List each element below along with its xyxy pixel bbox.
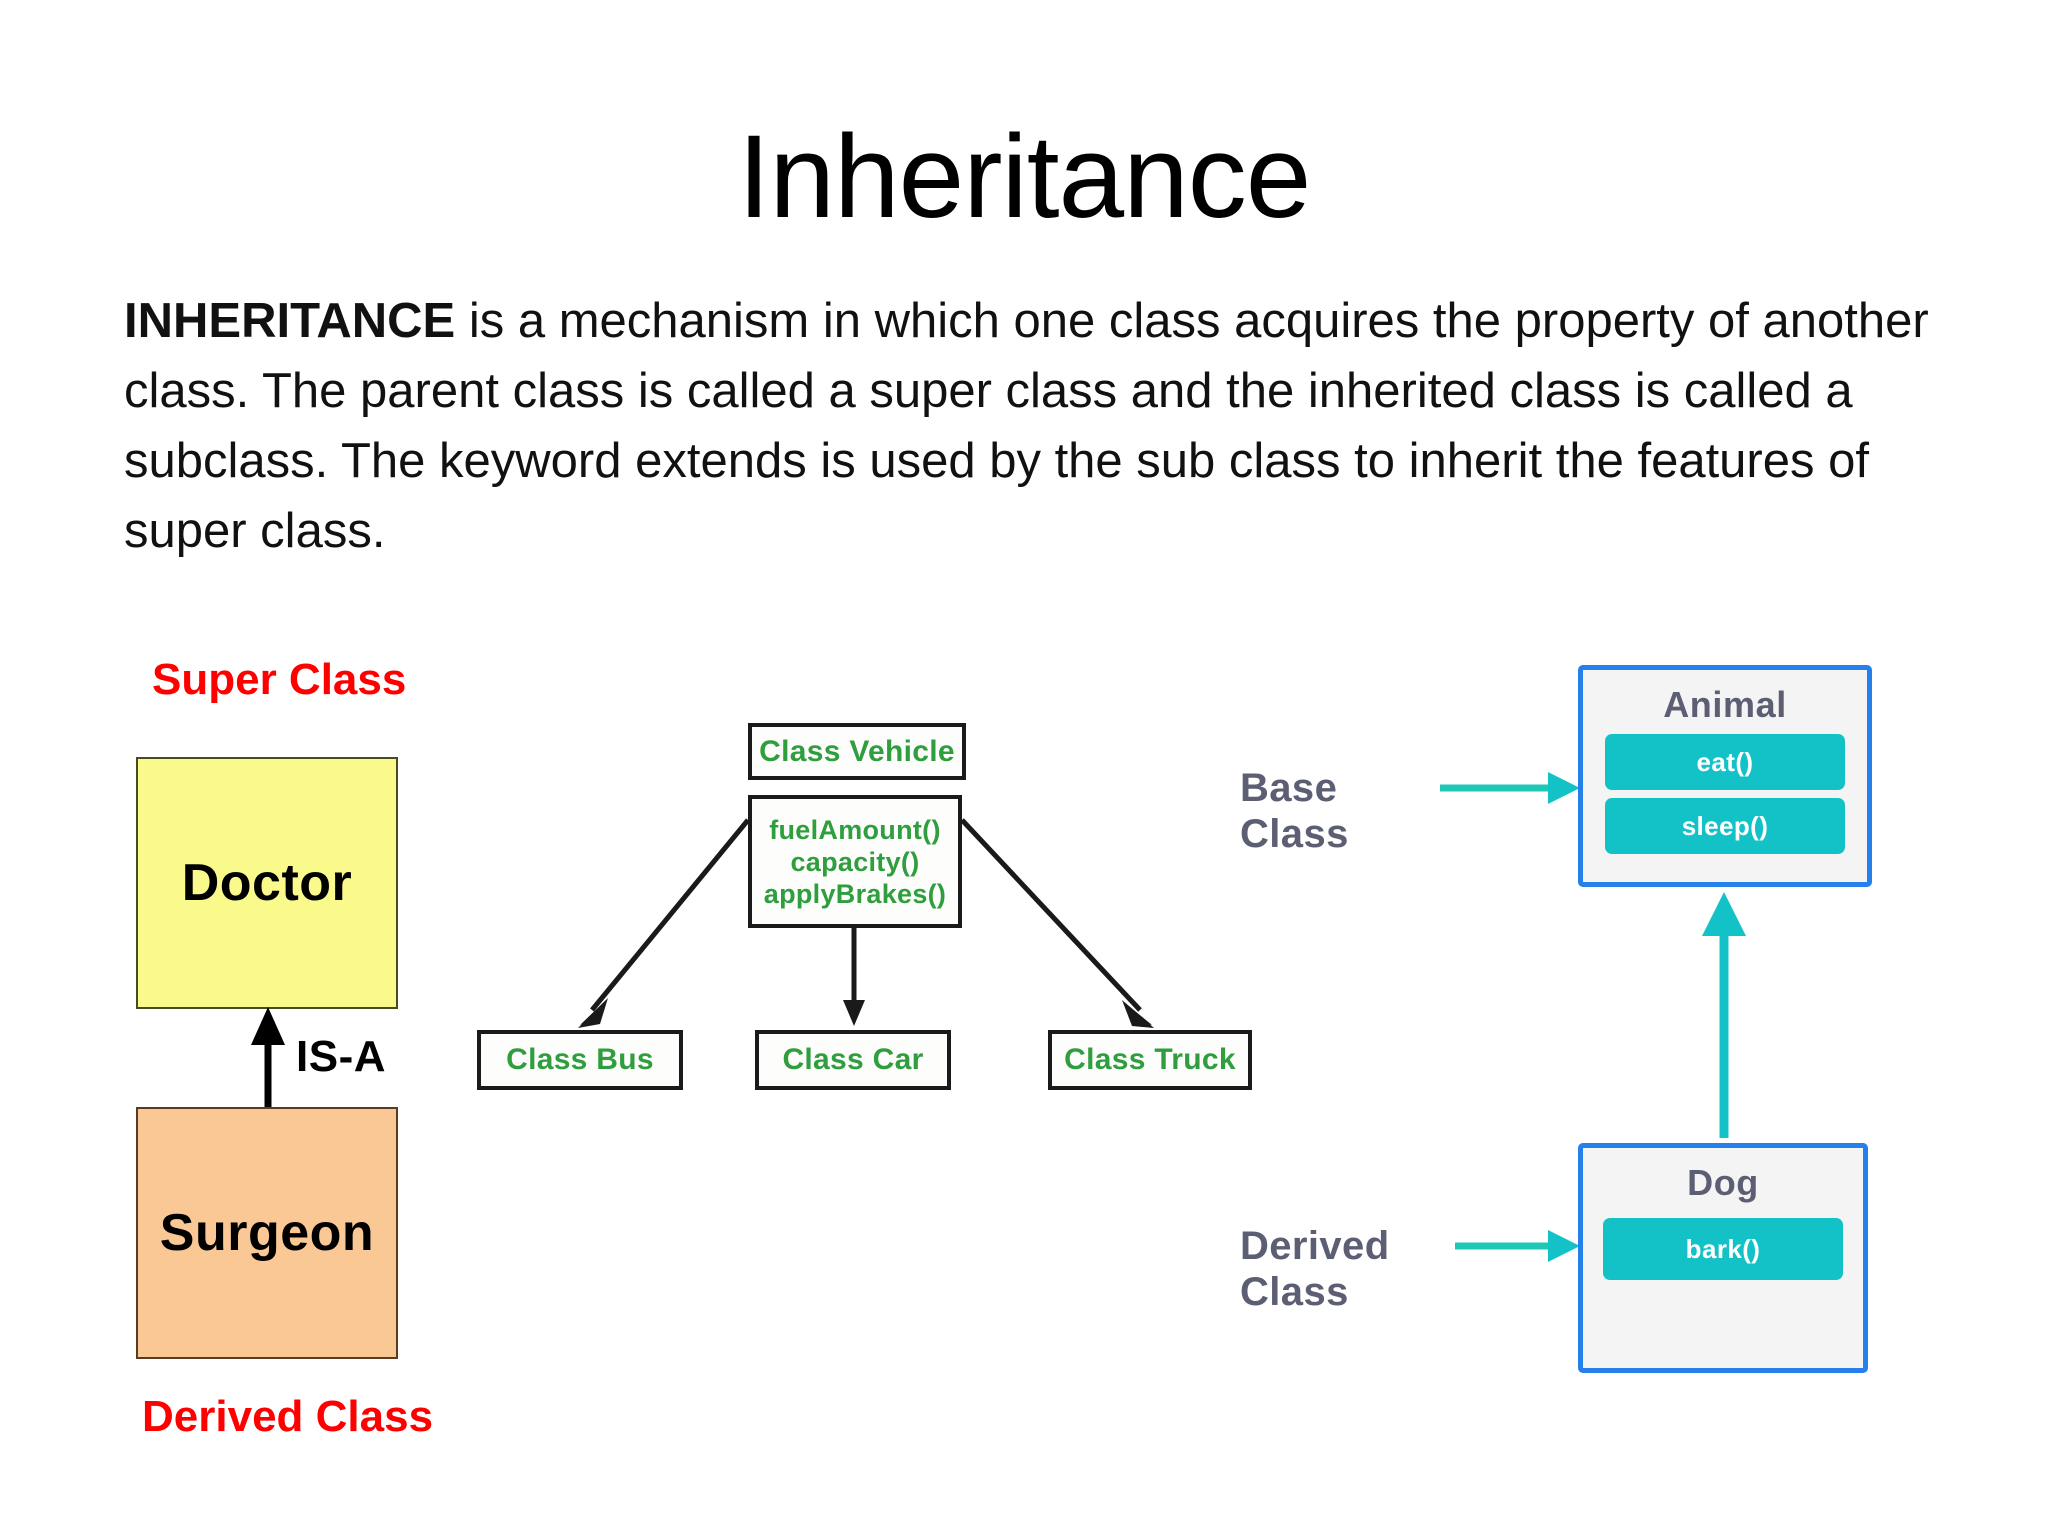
- class-name-car: Class Car: [782, 1043, 924, 1076]
- is-a-arrow-icon: [251, 1007, 285, 1110]
- class-methods-vehicle: fuelAmount() capacity() applyBrakes(): [748, 795, 962, 928]
- animal-method-sleep: sleep(): [1605, 798, 1845, 854]
- class-box-doctor: Doctor: [136, 757, 398, 1009]
- class-box-animal: Animal eat() sleep(): [1578, 665, 1872, 887]
- class-box-car: Class Car: [755, 1030, 951, 1090]
- body-paragraph: INHERITANCE is a mechanism in which one …: [124, 286, 1984, 566]
- vehicle-method-2: applyBrakes(): [763, 878, 947, 909]
- paragraph-text: is a mechanism in which one class acquir…: [124, 294, 1929, 558]
- class-name-doctor: Doctor: [181, 854, 353, 912]
- doctor-surgeon-diagram: Super Class Doctor IS-A Surgeon Derived …: [0, 0, 600, 1536]
- class-name-surgeon: Surgeon: [159, 1204, 375, 1262]
- is-a-label: IS-A: [296, 1032, 386, 1081]
- class-box-truck: Class Truck: [1048, 1030, 1252, 1090]
- paragraph-lead-term: INHERITANCE: [124, 294, 456, 348]
- class-name-dog: Dog: [1687, 1162, 1759, 1203]
- vehicle-method-0: fuelAmount(): [769, 814, 941, 845]
- page-title: Inheritance: [737, 111, 1312, 243]
- super-class-label: Super Class: [152, 655, 407, 704]
- vehicle-hierarchy-diagram: Class Vehicle fuelAmount() capacity() ap…: [440, 700, 1300, 1120]
- class-name-vehicle: Class Vehicle: [759, 734, 955, 768]
- vehicle-methods-list: fuelAmount() capacity() applyBrakes(): [764, 814, 946, 910]
- vehicle-method-1: capacity(): [790, 846, 920, 877]
- derived-class-label-animal: Derived Class: [1240, 1224, 1390, 1314]
- base-class-label: Base Class: [1240, 766, 1349, 856]
- animal-dog-diagram: Base Class Animal eat() sleep() Derived …: [1240, 640, 1940, 1420]
- animal-method-eat: eat(): [1605, 734, 1845, 790]
- dog-method-bark: bark(): [1603, 1218, 1843, 1280]
- class-name-animal: Animal: [1663, 684, 1787, 725]
- derived-class-label: Derived Class: [142, 1392, 434, 1441]
- class-box-bus: Class Bus: [477, 1030, 683, 1090]
- class-box-surgeon: Surgeon: [136, 1107, 398, 1359]
- class-box-vehicle: Class Vehicle: [748, 723, 966, 780]
- class-name-bus: Class Bus: [506, 1043, 654, 1076]
- class-name-truck: Class Truck: [1064, 1043, 1236, 1076]
- class-box-dog: Dog bark(): [1578, 1143, 1868, 1373]
